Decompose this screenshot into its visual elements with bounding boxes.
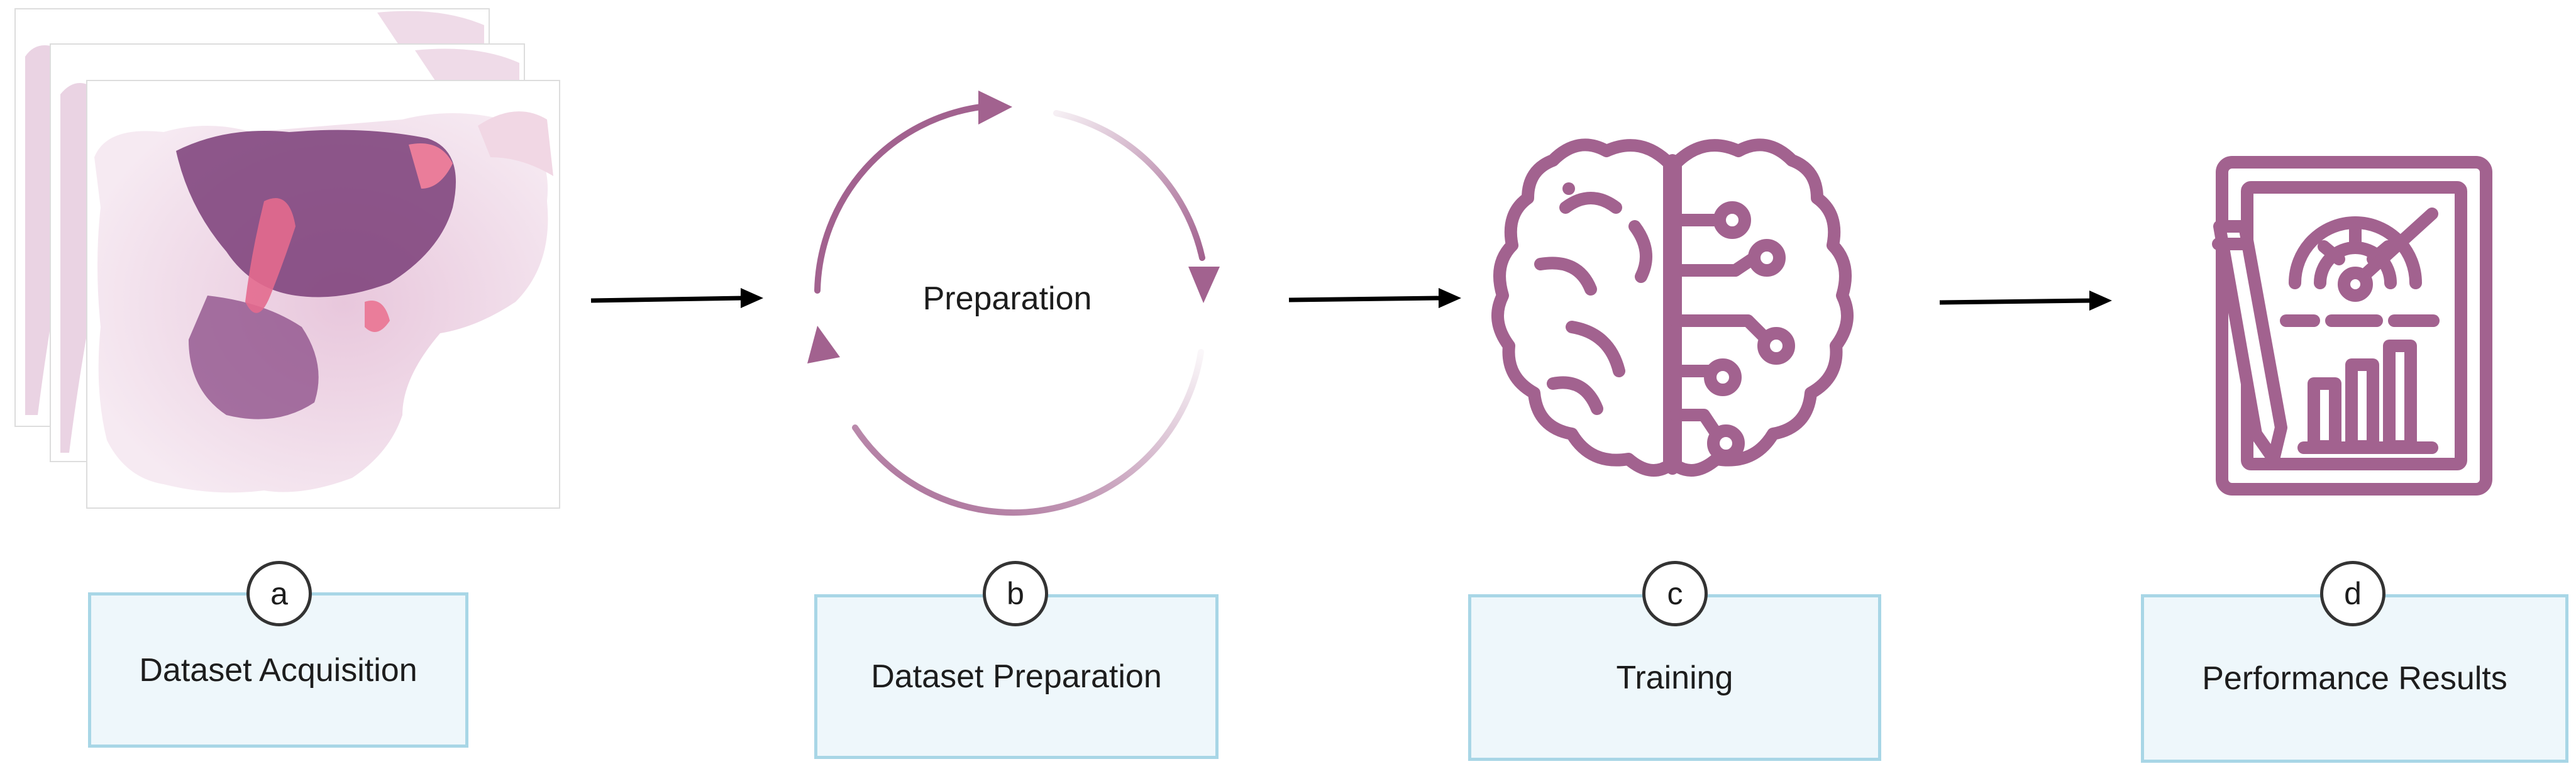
step-b-letter: b	[1007, 576, 1024, 611]
report-gauge-chart-icon	[2212, 156, 2492, 496]
step-b-label: Dataset Preparation	[871, 658, 1162, 695]
arrow-a-to-b	[590, 288, 763, 308]
step-c-label: Training	[1616, 659, 1733, 696]
arrow-c-to-d	[1939, 291, 2112, 311]
step-a-letter: a	[270, 576, 288, 611]
step-d-letter: d	[2344, 576, 2362, 611]
tissue-slide-stack-image	[14, 8, 560, 509]
cycle-label: Preparation	[922, 280, 1092, 317]
step-c-badge: c	[1642, 561, 1708, 626]
arrow-b-to-c	[1288, 288, 1461, 308]
step-d-label: Performance Results	[2202, 660, 2507, 697]
step-a-badge: a	[246, 561, 312, 626]
step-b-badge: b	[983, 561, 1048, 626]
step-c-letter: c	[1667, 576, 1683, 611]
cycle-arrows-icon	[807, 91, 1220, 516]
step-a-label: Dataset Acquisition	[139, 651, 417, 689]
step-d-badge: d	[2320, 561, 2385, 626]
brain-circuit-icon	[1491, 138, 1854, 477]
